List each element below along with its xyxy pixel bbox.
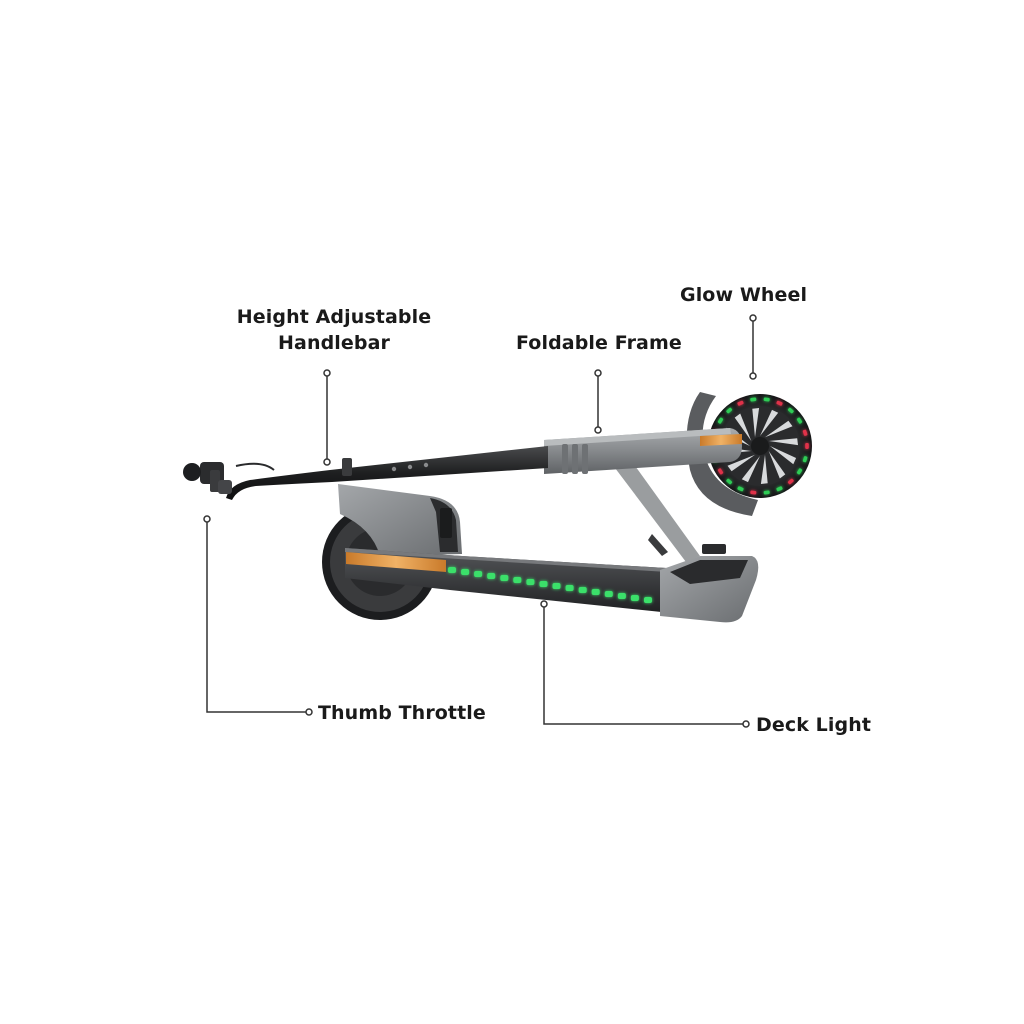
deck-label: Deck Light [756,714,871,736]
wheel-dot-top [749,314,757,322]
wheel-led [717,468,724,475]
wheel-spoke [741,456,760,483]
deck-led [500,575,509,581]
wheel-dot-bottom [749,372,757,380]
handlebar-label-line2: Handlebar [278,332,390,354]
wheel-led [796,468,803,475]
deck-led [591,589,600,595]
wheel-spoke [760,409,779,436]
frame-label: Foldable Frame [516,332,682,354]
wheel-label: Glow Wheel [680,284,808,306]
rear-fender [338,484,462,556]
wheel-spoke [752,408,760,438]
deck-leader [543,604,745,725]
frame-dot-top [594,369,602,377]
wheel-led [802,456,808,463]
wheel-spoke [760,454,768,484]
wheel-led [802,429,808,436]
deck-dot-end [742,720,750,728]
foldable-frame-tube [544,428,742,474]
wheel-led [726,407,733,414]
front-deck-cap [660,544,759,623]
wheel-led [763,490,770,495]
wheel-callout: Glow Wheel [680,282,807,308]
deck-dot-top [540,600,548,608]
deck-led [630,595,639,601]
handlebar-callout: Height Adjustable Handlebar [226,304,442,356]
frame-dot-bottom [594,426,602,434]
deck-led [526,579,535,585]
wheel-spoke [768,451,786,479]
throttle-leader [206,519,308,713]
wheel-led [776,400,783,406]
glow-wheel [708,394,812,498]
throttle-callout: Thumb Throttle [318,700,486,726]
wheel-spoke [770,446,797,465]
wheel-led [726,478,733,485]
deck-led [474,571,483,577]
leader-dots [203,314,757,728]
wheel-led [776,486,783,492]
wheel-led [750,397,757,402]
deck-led [578,587,587,593]
wheel-spoke [734,413,752,441]
deck-light-strip [448,567,652,603]
wheel-led [787,478,794,485]
deck-led [461,569,470,575]
support-strut [612,456,700,562]
leader-lines [206,318,754,725]
front-reflector [700,434,742,446]
handlebar-dot-top [323,369,331,377]
deck-led [539,581,548,587]
throttle-dot-top [203,515,211,523]
wheel-led [750,490,757,495]
front-fender [686,392,758,516]
handlebar [226,446,548,500]
wheel-led [737,486,744,492]
wheel-led [717,417,724,424]
deck-led [487,573,496,579]
deck-callout: Deck Light [756,712,871,738]
wheel-led [787,407,794,414]
handlebar-dot-bottom [323,458,331,466]
wheel-led [763,397,770,402]
frame-callout: Foldable Frame [516,330,682,356]
handlebar-label-line1: Height Adjustable [236,306,432,328]
wheel-spoke [727,454,755,472]
deck [345,548,700,616]
deck-led [513,577,522,583]
throttle-label: Thumb Throttle [318,702,486,724]
deck-led [617,593,626,599]
rear-reflector [346,552,446,572]
thumb-throttle [183,462,275,494]
deck-led [448,567,456,573]
deck-led [604,591,613,597]
throttle-dot-end [305,708,313,716]
wheel-led [796,417,803,424]
deck-led [565,585,574,591]
wheel-spoke [765,420,793,438]
wheel-led [737,400,744,406]
wheel-spoke [768,438,798,446]
wheel-led [805,443,809,449]
deck-led [644,597,652,603]
deck-led [552,583,561,589]
